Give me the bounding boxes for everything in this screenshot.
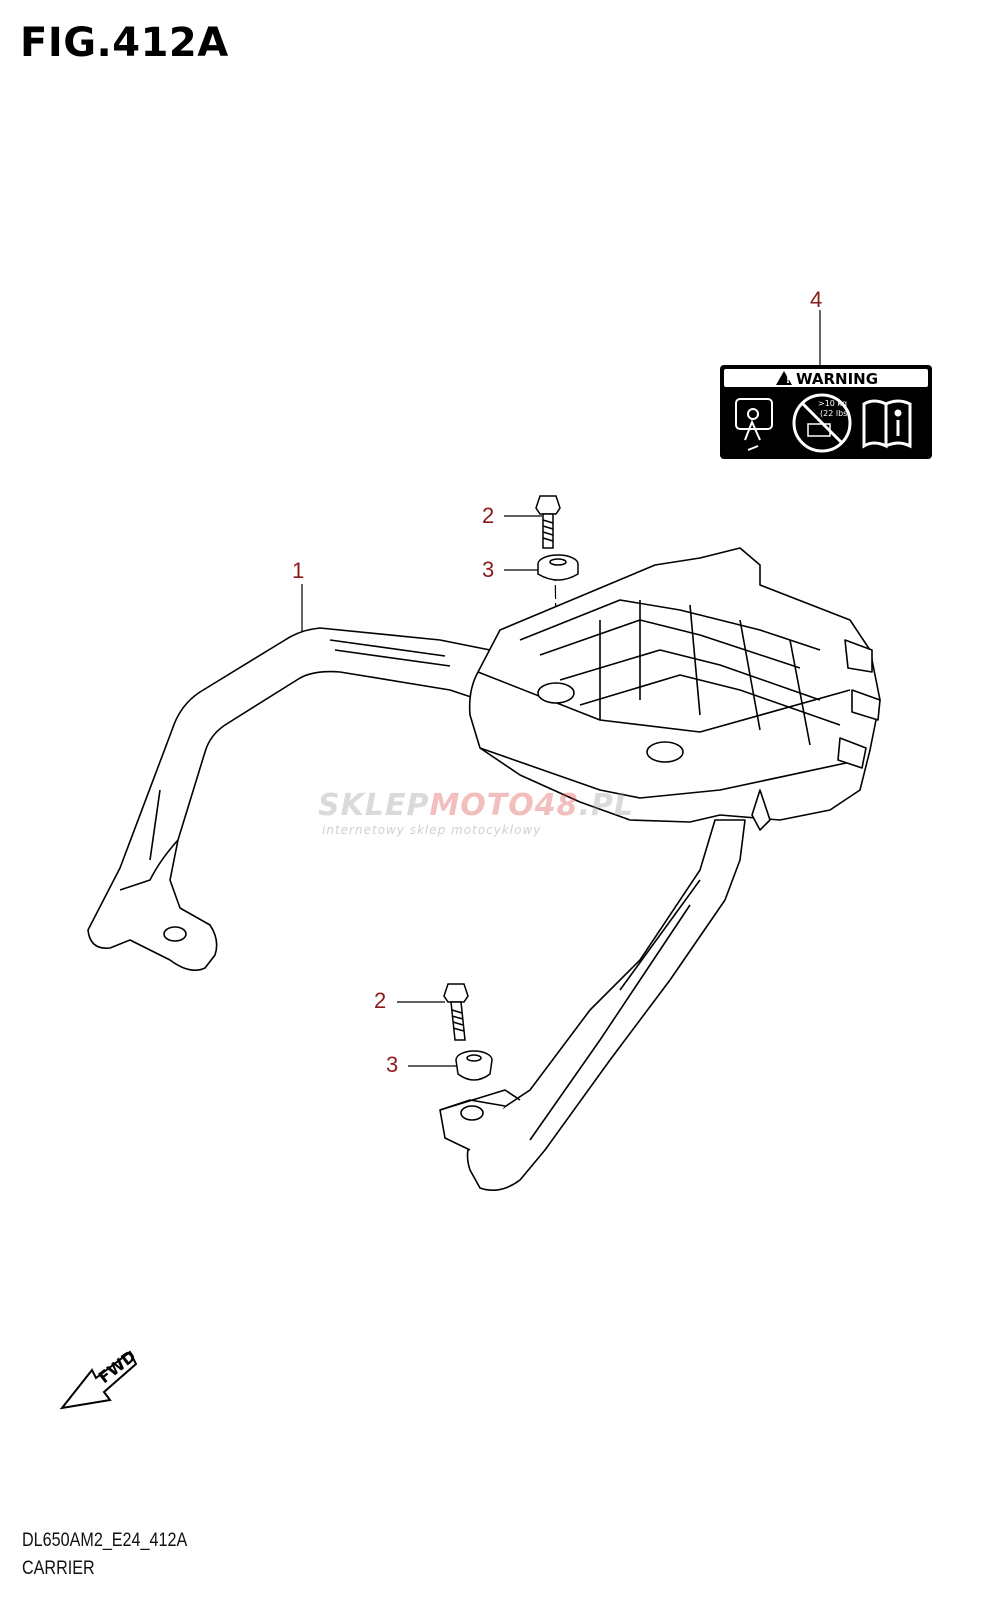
lower-collar xyxy=(455,1050,493,1081)
load-limit-lbs-text: (22 lbs) xyxy=(820,409,850,418)
callout-part-2-upper: 2 xyxy=(482,503,495,528)
diagram-name: CARRIER xyxy=(22,1558,95,1579)
watermark-tagline: internetowy sklep motocyklowy xyxy=(322,823,542,837)
callout-part-4: 4 xyxy=(810,287,823,312)
read-manual-icon xyxy=(862,399,912,449)
callout-part-3-upper: 3 xyxy=(482,557,495,582)
rider-with-luggage-icon xyxy=(735,398,773,451)
forward-arrow-icon xyxy=(59,1350,138,1410)
warning-label: ! WARNING >10 kg (22 lbs) xyxy=(720,365,932,459)
watermark-logo: SKLEPMOTO48.PL xyxy=(318,788,635,823)
callout-part-1: 1 xyxy=(292,558,305,583)
upper-bolt xyxy=(535,495,561,549)
diagram-code: DL650AM2_E24_412A xyxy=(22,1530,188,1551)
lower-bolt xyxy=(443,983,469,1041)
no-overload-icon: >10 kg (22 lbs) xyxy=(792,393,852,453)
callout-part-2-lower: 2 xyxy=(374,988,387,1013)
callout-part-3-lower: 3 xyxy=(386,1052,399,1077)
load-limit-text: >10 kg xyxy=(818,399,847,408)
upper-collar xyxy=(537,554,579,581)
forward-direction-marker: FWD xyxy=(59,1346,139,1410)
figure-title: FIG.412A xyxy=(20,20,229,66)
svg-text:!: ! xyxy=(786,375,791,386)
warning-triangle-icon xyxy=(776,371,792,385)
warning-heading: WARNING xyxy=(796,370,878,388)
carrier-frame xyxy=(87,547,881,1191)
